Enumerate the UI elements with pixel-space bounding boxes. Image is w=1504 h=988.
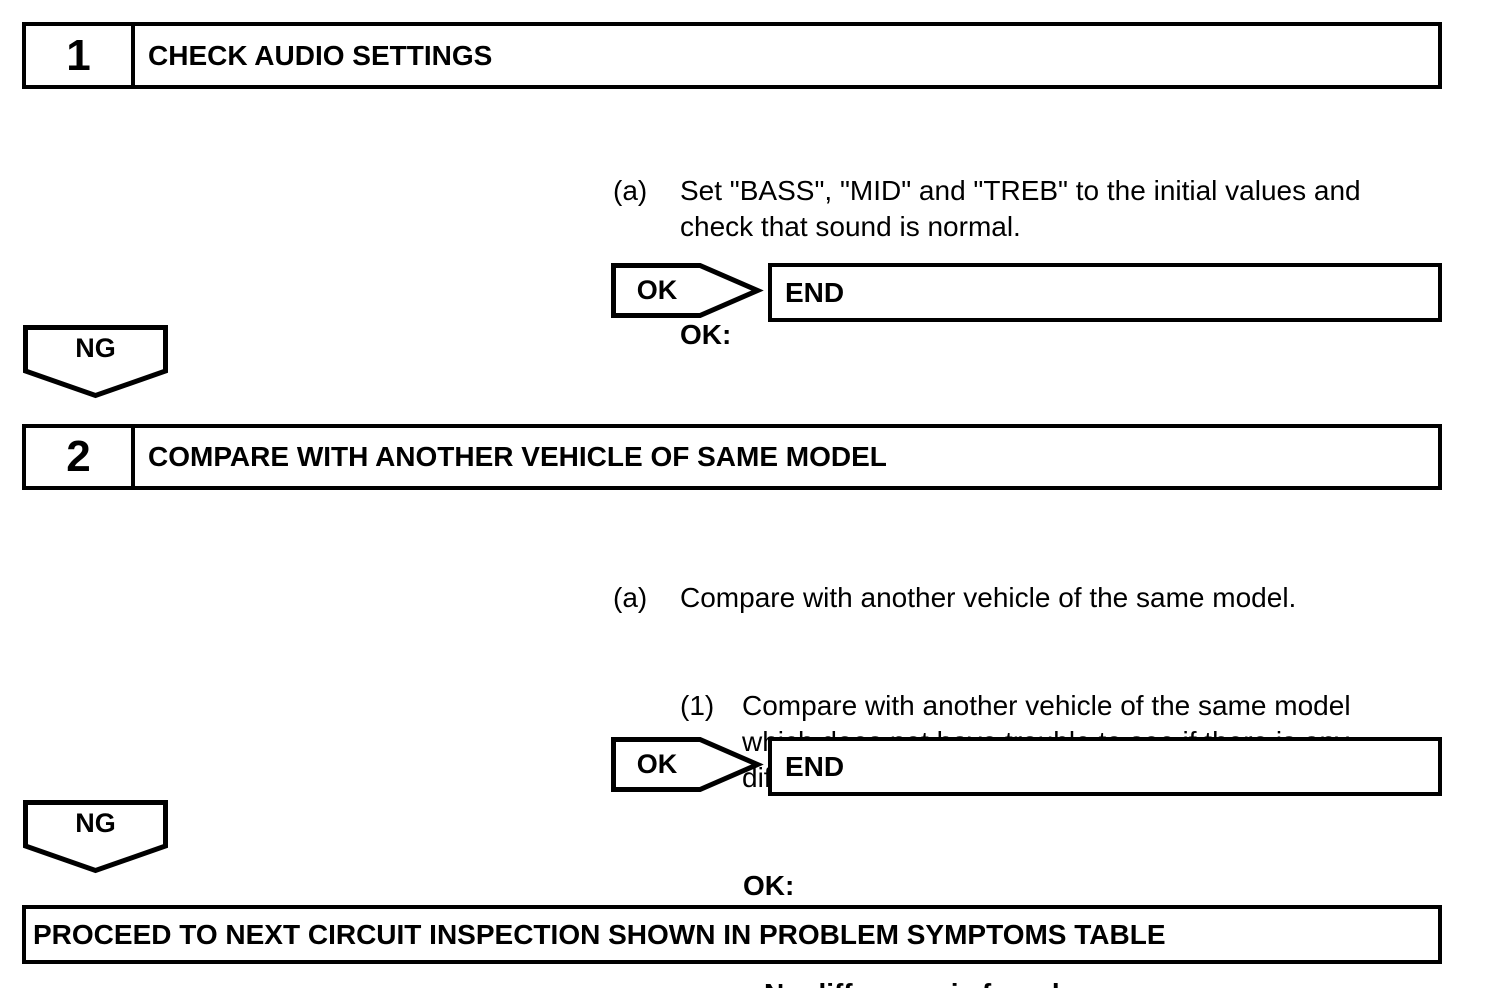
step2-number: 2 bbox=[26, 428, 135, 486]
instruction-text-a: Compare with another vehicle of the same… bbox=[680, 582, 1297, 613]
ok-condition: No difference is found. bbox=[764, 976, 1351, 988]
ok-arrow-label: OK bbox=[636, 275, 678, 305]
end-box-step2: END bbox=[768, 737, 1442, 796]
ng-arrow-icon bbox=[23, 325, 168, 399]
ok-arrow-icon bbox=[611, 263, 764, 318]
end-label-step1: END bbox=[785, 276, 845, 308]
ok-arrow-icon bbox=[611, 737, 764, 792]
ok-arrow-label: OK bbox=[636, 749, 678, 779]
end-label-step2: END bbox=[785, 750, 845, 782]
step2-header-box: 2 COMPARE WITH ANOTHER VEHICLE OF SAME M… bbox=[22, 424, 1442, 490]
ng-arrow-icon bbox=[23, 800, 168, 874]
ok-heading: OK: bbox=[680, 319, 732, 350]
final-instruction-text: PROCEED TO NEXT CIRCUIT INSPECTION SHOWN… bbox=[33, 918, 1166, 950]
instruction-text-a: Set "BASS", "MID" and "TREB" to the init… bbox=[680, 175, 1361, 242]
ng-branch-step1: NG bbox=[23, 325, 168, 400]
ok-heading: OK: bbox=[743, 870, 795, 901]
list-marker-a: (a) bbox=[613, 582, 648, 613]
step2-title: COMPARE WITH ANOTHER VEHICLE OF SAME MOD… bbox=[148, 441, 887, 472]
ng-branch-step2: NG bbox=[23, 800, 168, 875]
step1-title: CHECK AUDIO SETTINGS bbox=[148, 39, 493, 71]
ng-arrow-label-step1: NG bbox=[75, 332, 116, 363]
list-marker-a: (a) bbox=[613, 175, 648, 206]
ok-branch-step1: OK bbox=[611, 263, 764, 318]
step1-header-box: 1 CHECK AUDIO SETTINGS bbox=[22, 22, 1442, 89]
end-box-step1: END bbox=[768, 263, 1442, 322]
step1-number: 1 bbox=[26, 26, 135, 85]
instruction-item-a: (a) Set "BASS", "MID" and "TREB" to the … bbox=[613, 173, 1361, 245]
ng-arrow-label-step2: NG bbox=[75, 807, 116, 838]
instruction-item-a: (a) Compare with another vehicle of the … bbox=[613, 580, 1351, 616]
list-marker-1: (1) bbox=[680, 690, 715, 721]
final-instruction-box: PROCEED TO NEXT CIRCUIT INSPECTION SHOWN… bbox=[22, 905, 1442, 964]
ok-branch-step2: OK bbox=[611, 737, 764, 792]
